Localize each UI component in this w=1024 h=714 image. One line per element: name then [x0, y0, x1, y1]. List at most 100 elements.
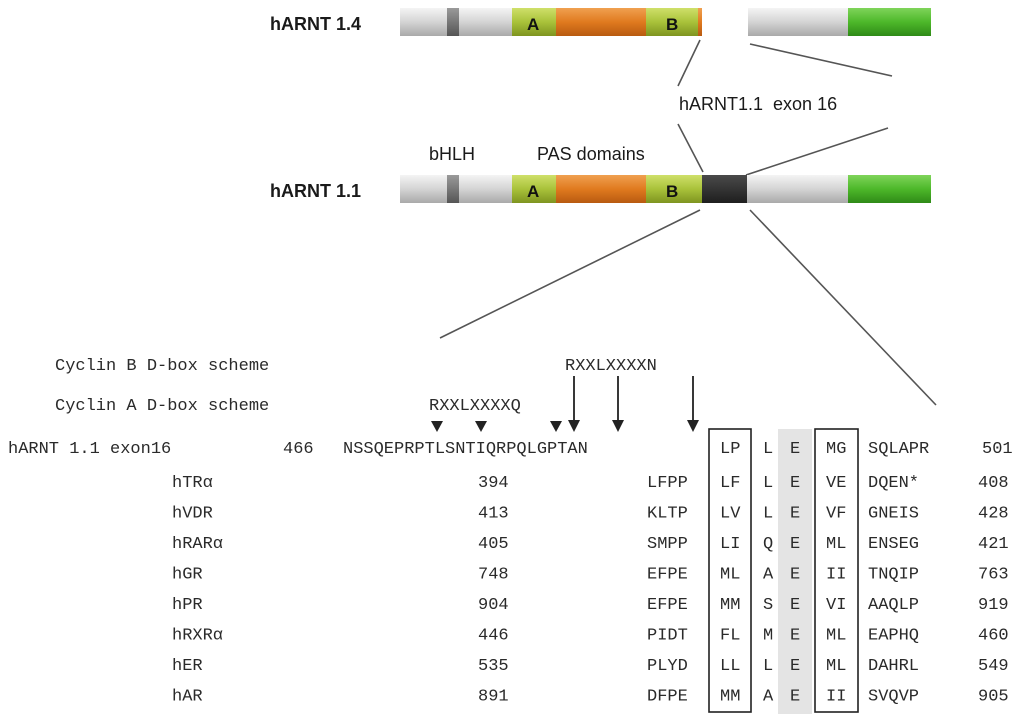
pas-label: PAS domains: [537, 144, 645, 164]
row-name: hPR: [172, 596, 203, 615]
arrow-head: [687, 420, 699, 432]
row-pre-seq: LFPP: [647, 474, 688, 493]
row-name: hER: [172, 657, 203, 676]
row-e: E: [790, 566, 800, 585]
cyclin-a-scheme-label: Cyclin A D-box scheme: [55, 397, 269, 416]
row-mid: A: [763, 566, 774, 585]
main-row-box2: MG: [826, 440, 846, 459]
main-row-start: 466: [283, 440, 314, 459]
row-box1: LI: [720, 535, 740, 554]
bar-segment: [400, 8, 447, 36]
marker-head: [431, 421, 443, 432]
row-pre-seq: EFPE: [647, 596, 688, 615]
main-row-box1: LP: [720, 440, 740, 459]
row-box2: ML: [826, 627, 846, 646]
zoom-lines: [439, 209, 937, 406]
pas-linker-segment: [556, 175, 646, 203]
row-box2: ML: [826, 657, 846, 676]
row-tail: DQEN*: [868, 474, 919, 493]
zoom-line: [749, 209, 937, 406]
bar-segment: [748, 8, 848, 36]
row-name: hRXRα: [172, 627, 223, 646]
row-box2: ML: [826, 535, 846, 554]
row-start: 413: [478, 505, 509, 524]
pas-b-label: B: [666, 15, 678, 34]
row-box2: II: [826, 566, 846, 585]
row-start: 748: [478, 566, 509, 585]
box-column-2: [814, 428, 859, 713]
row-end: 905: [978, 688, 1009, 707]
row-end: 421: [978, 535, 1009, 554]
row-name: hAR: [172, 688, 203, 707]
main-row-e: E: [790, 440, 800, 459]
row-tail: ENSEG: [868, 535, 919, 554]
row-end: 919: [978, 596, 1009, 615]
row-start: 405: [478, 535, 509, 554]
isoform-bar-short: A B: [400, 8, 702, 36]
isoform-bar-long: A B: [400, 175, 931, 203]
row-box1: ML: [720, 566, 740, 585]
bar-segment: [747, 175, 848, 203]
callout-line: [677, 39, 701, 87]
row-start: 891: [478, 688, 509, 707]
row-mid: M: [763, 627, 773, 646]
pas-a-label: A: [527, 182, 539, 201]
row-end: 460: [978, 627, 1009, 646]
row-name: hRARα: [172, 535, 223, 554]
row-box2: VF: [826, 505, 846, 524]
row-box2: VI: [826, 596, 846, 615]
callout-line: [749, 43, 893, 77]
row-e: E: [790, 627, 800, 646]
row-e: E: [790, 505, 800, 524]
row-pre-seq: DFPE: [647, 688, 688, 707]
cterm-segment: [848, 8, 931, 36]
main-row-tail: SQLAPR: [868, 440, 929, 459]
pas-b-segment: [646, 175, 702, 203]
row-e: E: [790, 688, 800, 707]
row-e: E: [790, 657, 800, 676]
row-end: 763: [978, 566, 1009, 585]
row-start: 394: [478, 474, 509, 493]
callout-line: [745, 127, 889, 176]
row-e: E: [790, 535, 800, 554]
isoform-label-short: hARNT 1.4: [270, 14, 361, 34]
row-pre-seq: PIDT: [647, 627, 688, 646]
arrow-head: [612, 420, 624, 432]
row-tail: DAHRL: [868, 657, 919, 676]
row-end: 408: [978, 474, 1009, 493]
bar-segment: [459, 175, 512, 203]
row-pre-seq: PLYD: [647, 657, 688, 676]
main-row-mid: L: [763, 440, 773, 459]
pas-b-label: B: [666, 182, 678, 201]
row-pre-seq: EFPE: [647, 566, 688, 585]
row-box1: FL: [720, 627, 740, 646]
row-mid: A: [763, 688, 774, 707]
row-box1: LV: [720, 505, 741, 524]
row-pre-seq: SMPP: [647, 535, 688, 554]
row-tail: SVQVP: [868, 688, 919, 707]
marker-head: [475, 421, 487, 432]
callout-line: [677, 123, 704, 173]
zoom-line: [439, 209, 701, 339]
main-row-seq: NSSQEPRPTLSNTIQRPQLGPTAN: [343, 440, 588, 459]
cyclin-b-motif: RXXLXXXXN: [565, 357, 657, 376]
row-e: E: [790, 596, 800, 615]
bhlh-segment: [447, 8, 459, 36]
row-box2: VE: [826, 474, 846, 493]
row-start: 904: [478, 596, 509, 615]
row-box1: MM: [720, 596, 740, 615]
conserved-e-column: [778, 429, 812, 714]
row-mid: L: [763, 474, 773, 493]
pas-linker-segment: [556, 8, 646, 36]
row-end: 428: [978, 505, 1009, 524]
row-name: hVDR: [172, 505, 213, 524]
cyclin-a-markers: [431, 421, 562, 432]
cyclin-b-scheme-label: Cyclin B D-box scheme: [55, 357, 269, 376]
